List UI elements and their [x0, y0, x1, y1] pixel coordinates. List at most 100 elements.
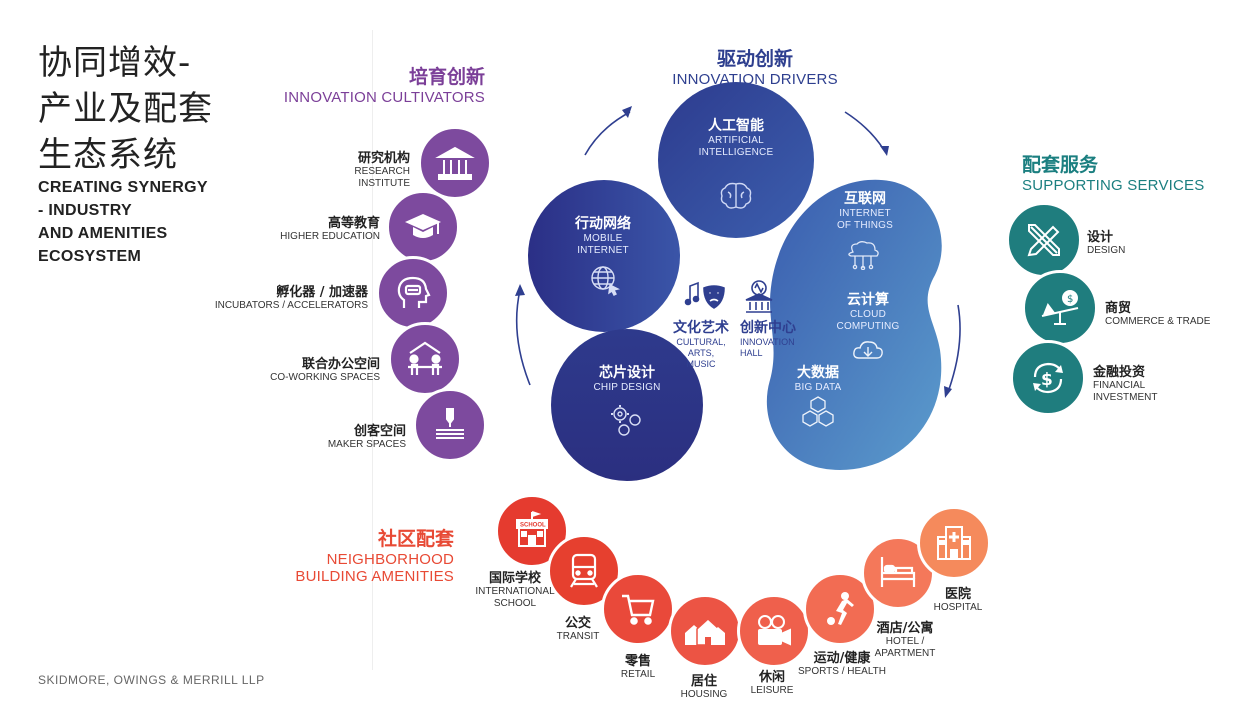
title-line: 产业及配套 [38, 89, 213, 129]
leisure-label: 休闲 LEISURE [740, 666, 804, 697]
brain-icon [720, 182, 752, 209]
hospital-label: 医院 HOSPITAL [928, 583, 988, 614]
label-en: HALL [740, 348, 763, 358]
music-masks-icon [684, 281, 725, 309]
page-subtitle: CREATING SYNERGY - INDUSTRY AND AMENITIE… [38, 176, 268, 268]
label-cn: 互联网 [844, 191, 886, 207]
label-en: MUSIC [686, 359, 716, 369]
higher-education-circle [386, 190, 460, 264]
drivers-title-cn: 驱动创新 [716, 48, 793, 70]
mobile-blob [528, 180, 680, 332]
label-cn: 运动/健康 [813, 651, 871, 666]
pencil-ruler-icon [1027, 224, 1060, 257]
label-en: TRANSIT [556, 631, 600, 642]
label-en: ARTS, [687, 348, 715, 358]
label-en: SPORTS / HEALTH [798, 666, 886, 677]
label-cn: 居住 [690, 674, 717, 689]
page-title: 协同增效- 产业及配套 生态系统 [38, 40, 278, 178]
hotel-label: 酒店/公寓 HOTEL / APARTMENT [860, 617, 950, 660]
coworking-icon [408, 341, 442, 375]
school-label: 国际学校 INTERNATIONAL SCHOOL [470, 567, 560, 610]
mobile-label: 行动网络 MOBILE INTERNET [553, 213, 653, 257]
label-en: HOUSING [680, 689, 728, 700]
arrowhead [515, 284, 525, 296]
incubators-label: 孵化器 / 加速器 INCUBATORS / ACCELERATORS [170, 281, 368, 312]
institution-icon [435, 146, 475, 180]
label-cn: 行动网络 [575, 216, 631, 232]
ai-label: 人工智能 ARTIFICIAL INTELLIGENCE [680, 115, 792, 159]
label-cn: 商贸 [1105, 301, 1132, 316]
housing-circle [668, 594, 742, 668]
label-cn: 休闲 [758, 670, 785, 685]
incubators-circle [376, 256, 450, 330]
label-en: COMPUTING [836, 321, 900, 332]
subtitle-line: - INDUSTRY [38, 202, 132, 219]
label-en: INTERNATIONAL [475, 586, 555, 597]
design-label: 设计 DESIGN [1087, 226, 1227, 257]
drivers-heading: 驱动创新 INNOVATION DRIVERS [640, 44, 870, 88]
arrowhead [944, 386, 952, 398]
label-cn: 人工智能 [708, 118, 764, 134]
chip-blob [551, 329, 703, 481]
arrowhead [880, 146, 889, 156]
train-icon [570, 553, 598, 588]
label-cn: 孵化器 / 加速器 [276, 285, 368, 300]
dollar-cycle-icon: $ [1033, 362, 1063, 394]
label-cn: 酒店/公寓 [876, 621, 934, 636]
research-institute-label: 研究机构 RESEARCH INSTITUTE [220, 147, 410, 190]
scale-coin-icon: $ [1041, 290, 1079, 325]
retail-circle [601, 572, 675, 646]
neighborhood-heading: 社区配套 NEIGHBORHOOD BUILDING AMENITIES [270, 524, 454, 585]
design-circle [1006, 202, 1082, 278]
hospital-icon [937, 526, 971, 560]
hall-label: 创新中心 INNOVATION HALL [740, 317, 830, 359]
arrowhead [622, 106, 632, 118]
label-cn: 国际学校 [488, 571, 541, 586]
label-cn: 金融投资 [1093, 365, 1146, 380]
houses-icon [685, 617, 725, 646]
label-en: DESIGN [1087, 245, 1126, 256]
label-cn: 医院 [944, 587, 971, 602]
label-en: SCHOOL [493, 598, 537, 609]
label-en: APARTMENT [874, 648, 936, 659]
maker-spaces-circle [413, 388, 487, 462]
label-en: INNOVATION [740, 337, 795, 347]
label-en: MAKER SPACES [327, 439, 406, 450]
commerce-label: 商贸 COMMERCE & TRADE [1105, 297, 1245, 328]
label-cn: 创客空间 [353, 424, 406, 439]
sports-label: 运动/健康 SPORTS / HEALTH [792, 647, 892, 678]
label-en: RESEARCH [354, 166, 410, 177]
label-en: FINANCIAL [1093, 380, 1146, 391]
divider [372, 30, 373, 670]
finance-label: 金融投资 FINANCIAL INVESTMENT [1093, 361, 1233, 404]
label-en: HOSPITAL [933, 602, 983, 613]
iot-label: 互联网 INTERNET OF THINGS [820, 188, 910, 232]
film-camera-icon [758, 615, 791, 646]
cart-icon [622, 594, 655, 625]
cultivators-title-cn: 培育创新 [408, 66, 485, 88]
label-cn: 研究机构 [357, 151, 410, 166]
label-en: LEISURE [750, 685, 794, 696]
subtitle-line: ECOSYSTEM [38, 248, 142, 265]
arrow-top-right [844, 111, 885, 151]
network-icon [848, 241, 879, 270]
label-en: INTELLIGENCE [698, 147, 774, 158]
label-en: INTERNET [839, 208, 891, 219]
label-cn: 云计算 [847, 292, 889, 308]
label-en: INVESTMENT [1093, 392, 1158, 403]
label-cn: 文化艺术 [673, 320, 729, 336]
hospital-circle [917, 506, 991, 580]
bed-icon [880, 557, 916, 587]
svg-text:SCHOOL: SCHOOL [520, 523, 546, 529]
cultivators-title-en: INNOVATION CULTIVATORS [283, 89, 485, 106]
label-cn: 零售 [624, 654, 651, 669]
label-en: ARTIFICIAL [708, 135, 764, 146]
commerce-circle: $ [1022, 270, 1098, 346]
subtitle-line: AND AMENITIES [38, 225, 168, 242]
globe-cursor-icon [591, 266, 621, 296]
cloud-download-icon [853, 341, 883, 359]
label-en: COMMERCE & TRADE [1105, 316, 1211, 327]
label-cn: 联合办公空间 [301, 357, 380, 372]
